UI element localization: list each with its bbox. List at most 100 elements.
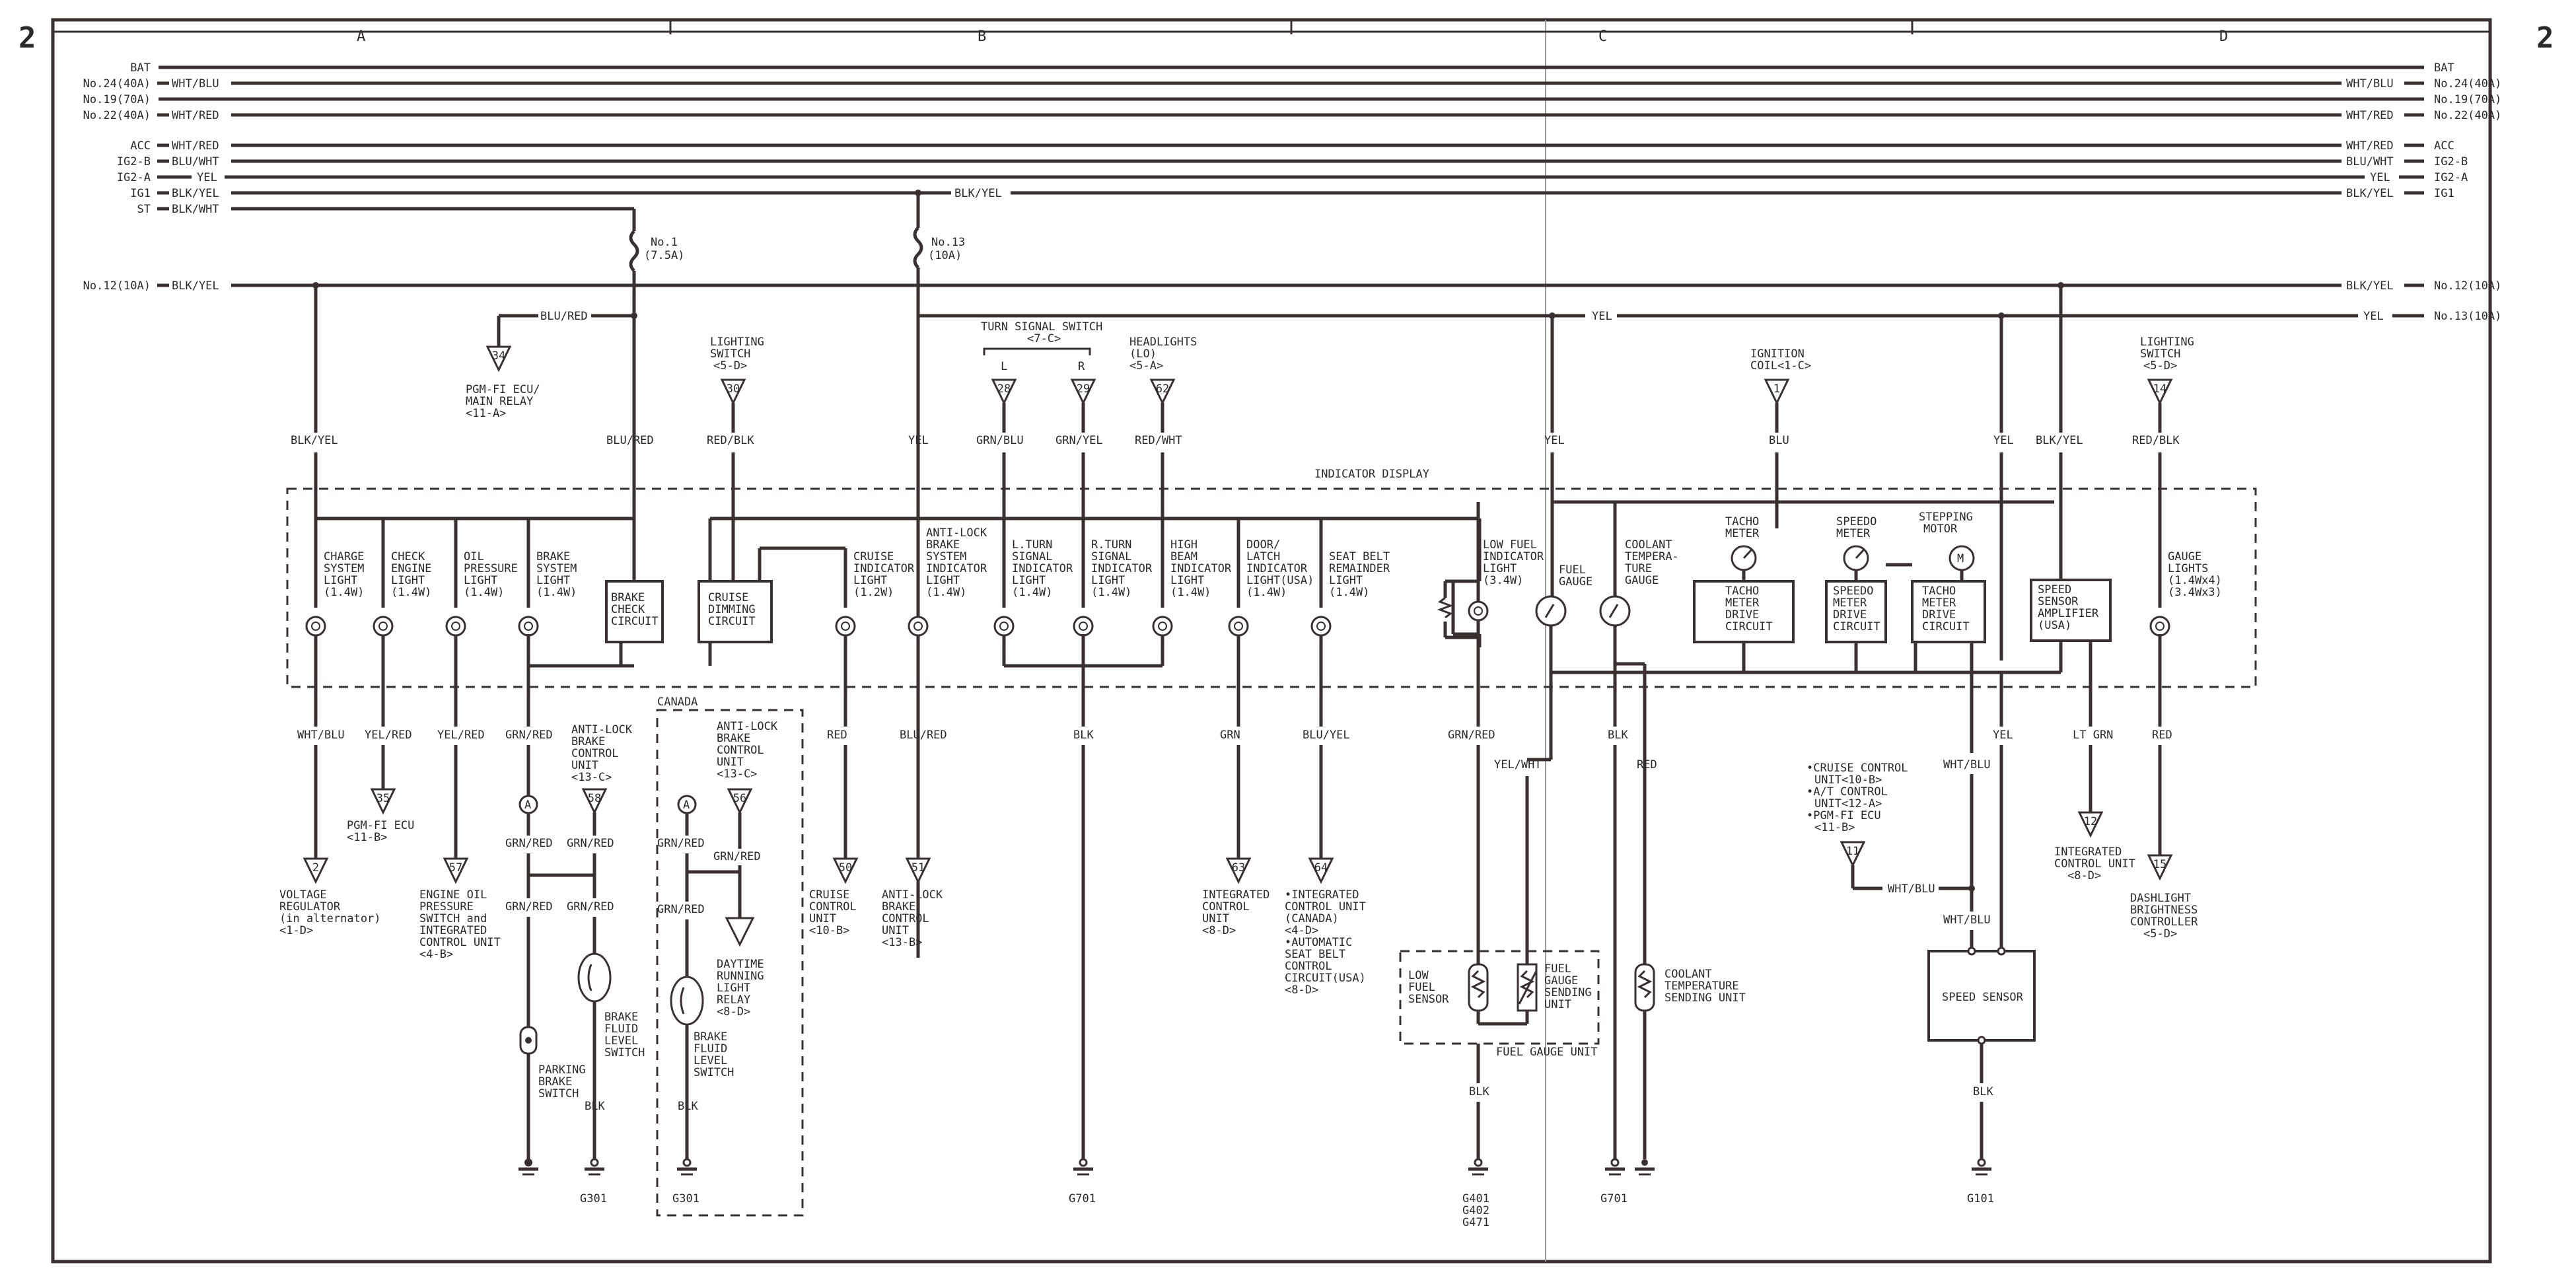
speed-amp-line1: SPEED [2038,583,2071,596]
indicator-10-dest-4: •AUTOMATIC [1285,936,1352,949]
brake-check-line1: BRAKE [611,591,645,604]
fuel-unit-blk: BLK [1469,1085,1489,1098]
indicator-6-line-3: LIGHT [1012,574,1046,587]
indicator-4-term: 50 [839,861,852,875]
fuel-yel-wht: YEL/WHT [1494,758,1542,771]
stepping-motor-line2: MOTOR [1923,522,1958,536]
indicator-9-line-1: LATCH [1246,550,1280,563]
indicator-9-dest-0: INTEGRATED [1202,888,1270,902]
indicator-6-line-2: INDICATOR [1012,562,1073,575]
bus-bat-name-right: BAT [2434,61,2454,75]
zone-c-label: C [1598,28,1607,45]
indicator-9-line-2: INDICATOR [1246,562,1308,575]
indicator-1-dest-1: <11-B> [347,831,387,844]
speedo-meter: SPEEDO METER [1836,515,1877,581]
indicator-5-dest-1: BRAKE [882,900,915,913]
cruise-group-line2: UNIT<10-B> [1814,773,1882,787]
fuse-no1: No.1 (7.5A) [629,209,684,642]
cruise-dimming-circuit [698,580,773,643]
bus-no19-name-right: No.19(70A) [2434,93,2501,106]
cruise-group-term: 11 [1846,845,1859,858]
speed-wht-blu-2: WHT/BLU [1943,758,1991,771]
indicator-5-dest-3: UNIT [882,924,909,937]
g701-ground-left: BLK G701 [1069,634,1096,1205]
bulb-1 [373,616,394,637]
indicator-8-line-4: (1.4W) [1170,586,1211,599]
ground-g402: G402 [1462,1204,1489,1217]
cruise-dimming-line2: DIMMING [708,603,756,616]
low-fuel-line3: LIGHT [1483,562,1517,575]
low-fuel-line2: INDICATOR [1483,550,1544,563]
indicator-1-term: 35 [376,792,390,805]
coolant-sender-3: SENDING UNIT [1664,991,1746,1005]
tacho-meter-line2: METER [1725,527,1760,540]
indicator-6-line-1: SIGNAL [1012,550,1052,563]
bulb-2 [445,616,466,637]
cruise-group-line5: •PGM-FI ECU [1807,809,1881,822]
canada-wire-3: GRN/RED [657,903,705,916]
cruise-group-line4: UNIT<12-A> [1814,797,1882,810]
low-fuel-sensor-2: FUEL [1408,981,1435,994]
gauge-lights-bottom-wire: RED [2152,729,2172,742]
bus-st-wire-left: BLK/WHT [172,203,219,216]
low-fuel-line4: (3.4W) [1483,574,1523,587]
bus-no19-name: No.19(70A) [83,93,151,106]
lighting-switch-2: LIGHTING SWITCH <5-D> 14 RED/BLK [2132,336,2194,608]
connector-a-2: A [683,799,690,812]
yel-c-wire: YEL [1544,434,1565,447]
turn-switch-line2: <7-C> [1027,332,1061,345]
fuel-gauge-bottom-wire: BLK [1608,729,1628,742]
lighting-switch-1-term: 30 [727,382,740,396]
yel-d-wire: YEL [1993,434,2014,447]
indicator-4-dest-0: CRUISE [809,888,849,902]
bus-no12-name-right: No.12(10A) [2434,279,2501,293]
indicator-10-line-3: (1.4W) [1329,586,1369,599]
abs-unit-line2: BRAKE [571,735,605,748]
indicator-8-line-2: INDICATOR [1170,562,1232,575]
sending-unit-4: UNIT [1544,998,1571,1011]
abs-unit-line3: CONTROL [571,747,619,760]
tacho-meter-line1: TACHO [1725,515,1759,528]
speedo-drive-line1: SPEEDO [1833,585,1873,598]
tacho-drive-1-line3: DRIVE [1725,608,1759,622]
tacho-drive-1-line4: CIRCUIT [1725,620,1773,633]
page-frame [51,18,2492,1264]
indicator-4-dest-3: <10-B> [809,924,849,937]
gauge-lights-dest3: CONTROLLER [2130,915,2198,929]
zone-b-label: B [978,28,986,45]
gauge-lights-dest2: BRIGHTNESS [2130,904,2198,917]
turn-switch-line1: TURN SIGNAL SWITCH [981,320,1102,334]
tacho-meter: TACHO METER [1725,515,1760,581]
tacho-drive-2-line2: METER [1922,596,1956,610]
speed-sensor-label: SPEED SENSOR [1942,991,2024,1004]
sending-unit-3: SENDING [1544,986,1592,999]
abs-canada-term: 56 [733,792,746,805]
abs-top-wire: YEL [908,434,929,447]
bus-no22-wire-right: WHT/RED [2346,109,2394,122]
bus-no13-wire-mid: YEL [1592,310,1612,323]
indicator-10-line-2: LIGHT [1329,574,1363,587]
fuel-gauge-unit: GRN/RED YEL/WHT LOW FUEL SENSOR FUEL GAU… [1399,661,1600,1229]
coolant-gauge-line3: TURE [1625,562,1652,575]
indicator-4-line-2: LIGHT [853,574,887,587]
bulb-3 [518,616,539,637]
ign-coil-line2: COIL<1-C> [1750,359,1811,373]
r-turn-term: 29 [1077,382,1090,396]
indicator-1-dest-0: PGM-FI ECU [347,819,414,832]
lighting-switch-2-line1: LIGHTING [2140,336,2194,349]
coolant-gauge-line4: GAUGE [1625,574,1659,587]
coolant-sending-unit: BLK RED COOLANT TEMPERATURE SENDING UNIT… [1600,729,1746,1205]
page-number-left: 2 [18,21,36,55]
headlights-wire: RED/WHT [1135,434,1182,447]
brake-fluid-line3: LEVEL [604,1034,638,1048]
canada-wire-1: GRN/RED [657,837,705,850]
l-turn-wire: GRN/BLU [976,434,1024,447]
indicator-0-dest-3: <1-D> [279,924,313,937]
